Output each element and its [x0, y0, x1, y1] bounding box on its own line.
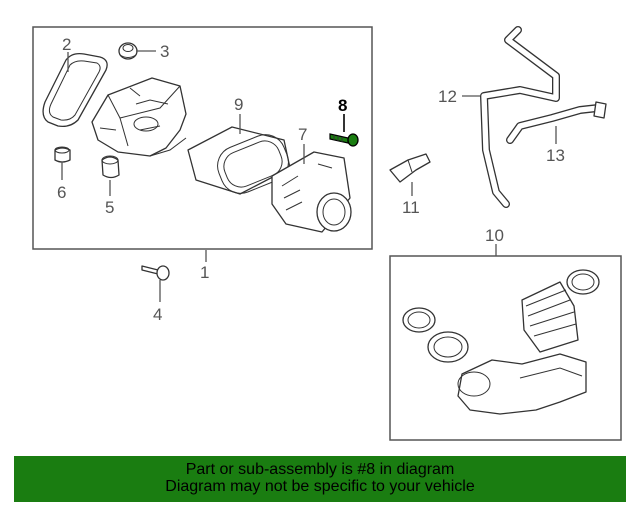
- banner-line-2: Diagram may not be specific to your vehi…: [165, 478, 475, 495]
- callout-11: 11: [402, 198, 420, 217]
- part-8-screw[interactable]: [329, 133, 359, 147]
- callout-7: 7: [298, 125, 307, 144]
- callout-4: 4: [153, 305, 162, 324]
- outlet-duct-assembly-box: [389, 255, 622, 441]
- parts-diagram: 1 2 3 4 5 6 7 8 9 10 11 12 13: [32, 26, 622, 441]
- part-12-hose[interactable]: [480, 26, 560, 208]
- part-2-gasket[interactable]: [42, 52, 108, 128]
- air-cleaner-assembly-box: [32, 26, 373, 250]
- callout-6: 6: [57, 183, 66, 202]
- part-11-sensor[interactable]: [389, 153, 431, 183]
- part-5-mount[interactable]: [101, 155, 120, 179]
- part-4-bolt[interactable]: [141, 265, 170, 281]
- callout-5: 5: [105, 198, 114, 217]
- callout-2: 2: [62, 35, 71, 54]
- air-cleaner-housing[interactable]: [91, 77, 187, 157]
- part-info-banner: Part or sub-assembly is #8 in diagram Di…: [14, 456, 626, 502]
- banner-line-1: Part or sub-assembly is #8 in diagram: [185, 461, 455, 478]
- part-3-grommet[interactable]: [118, 42, 138, 60]
- callout-12: 12: [438, 87, 457, 106]
- callout-1: 1: [200, 263, 209, 282]
- leader-lines: [61, 50, 557, 302]
- callout-9: 9: [234, 95, 243, 114]
- part-13-hose[interactable]: [506, 101, 607, 144]
- callout-8: 8: [338, 96, 347, 115]
- part-10-outlet-duct[interactable]: [402, 269, 600, 415]
- callout-3: 3: [160, 42, 169, 61]
- part-7-cover[interactable]: [271, 151, 352, 233]
- callout-13: 13: [546, 146, 565, 165]
- callout-10: 10: [485, 226, 504, 245]
- part-6-grommet[interactable]: [54, 146, 71, 163]
